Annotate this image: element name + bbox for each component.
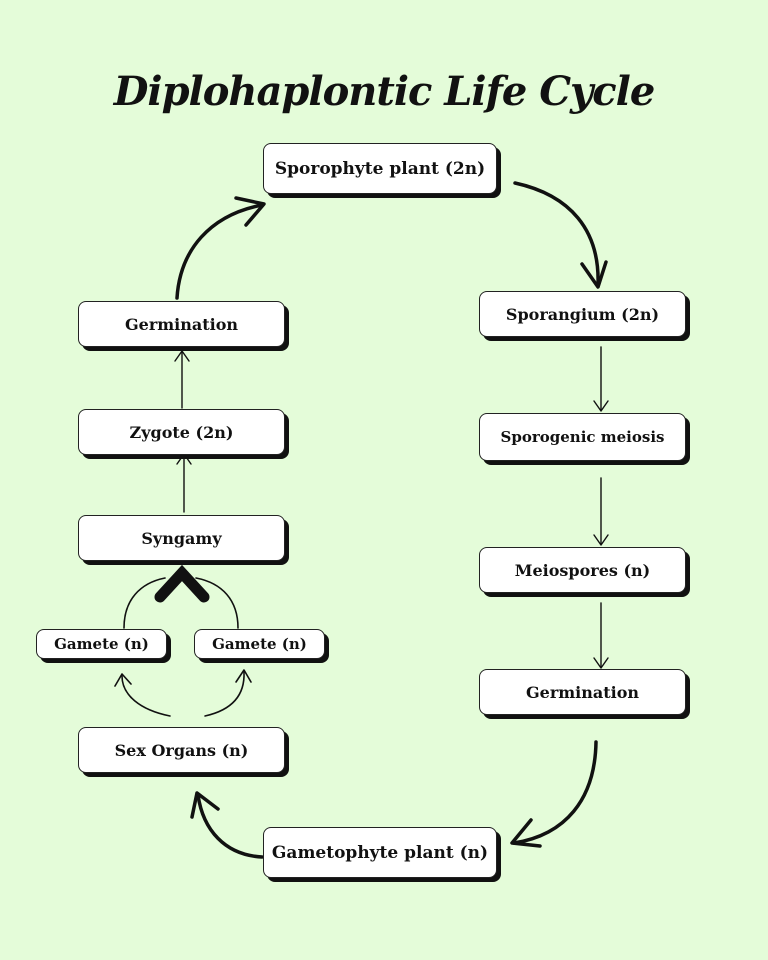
arrowhead-sporangium (580, 260, 608, 289)
node-gametophyte-plant: Gametophyte plant (n) (263, 827, 497, 878)
arrowhead-sexorgans (190, 791, 220, 819)
node-sex-organs: Sex Organs (n) (78, 727, 285, 773)
syngamy-merge-chevron (154, 564, 210, 603)
arrowhead-meiospores (593, 534, 609, 546)
arrowhead-sporophyte (234, 196, 266, 227)
arrow-sporophyte-to-sporangium (513, 181, 600, 287)
node-germination-left: Germination (78, 301, 285, 347)
arrow-gametophyte-to-sexorgans (196, 793, 264, 859)
node-label: Sporogenic meiosis (500, 428, 665, 446)
node-label: Gamete (n) (54, 635, 149, 653)
node-gamete-left: Gamete (n) (36, 629, 167, 659)
diagram-title: Diplohaplontic Life Cycle (113, 68, 656, 115)
arrowhead-gamete-left (114, 673, 132, 687)
arrowhead-gamete-right (235, 669, 252, 683)
node-label: Germination (525, 682, 640, 702)
node-label: Sporangium (2n) (505, 304, 660, 324)
node-label: Zygote (2n) (129, 422, 234, 442)
arrow-germination-to-gametophyte (512, 740, 598, 845)
arrowhead-meiosis (593, 400, 609, 412)
node-germination-right: Germination (479, 669, 686, 715)
node-syngamy: Syngamy (78, 515, 285, 561)
arrow-germination-to-sporophyte (175, 203, 264, 300)
node-gamete-right: Gamete (n) (194, 629, 325, 659)
node-sporangium: Sporangium (2n) (479, 291, 686, 337)
node-label: Sporophyte plant (2n) (274, 158, 486, 179)
arrowhead-gametophyte (510, 818, 542, 848)
arrow-gamete-right-to-syngamy (195, 577, 239, 629)
node-sporophyte-plant: Sporophyte plant (2n) (263, 143, 497, 194)
arrowhead-germination-left (174, 350, 190, 362)
node-label: Gametophyte plant (n) (271, 842, 489, 863)
node-label: Sex Organs (n) (114, 740, 249, 760)
node-zygote: Zygote (2n) (78, 409, 285, 455)
node-label: Gamete (n) (212, 635, 307, 653)
node-label: Meiospores (n) (514, 560, 651, 580)
arrow-sexorgans-to-gamete-right (204, 671, 245, 717)
arrow-gamete-left-to-syngamy (123, 577, 166, 629)
node-label: Syngamy (141, 528, 222, 548)
arrow-sexorgans-to-gamete-left (121, 675, 171, 717)
node-label: Germination (124, 314, 239, 334)
node-meiospores: Meiospores (n) (479, 547, 686, 593)
arrowhead-germination-right (593, 657, 609, 669)
node-sporogenic-meiosis: Sporogenic meiosis (479, 413, 686, 461)
